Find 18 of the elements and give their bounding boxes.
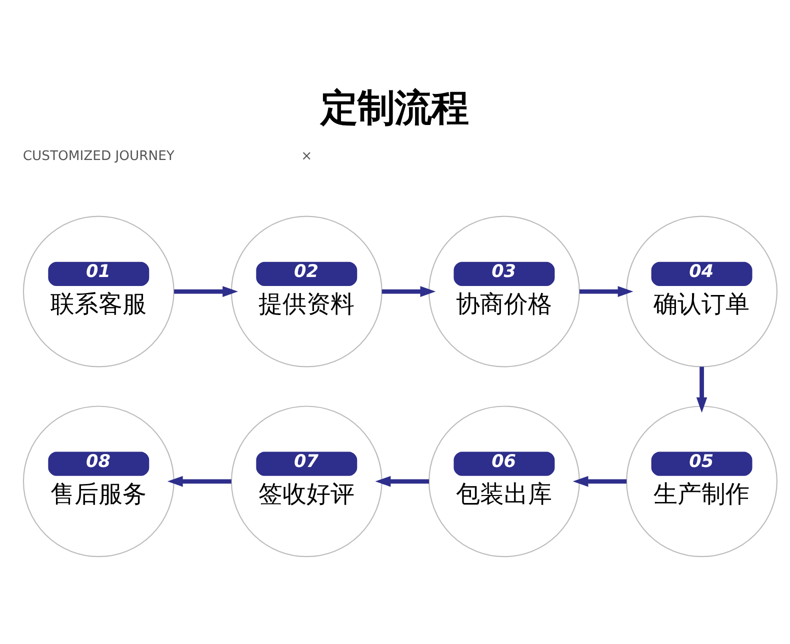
arrow — [382, 286, 436, 297]
label: × — [301, 148, 312, 164]
arrow — [572, 476, 627, 487]
node-circle: 07 签收好评 — [230, 406, 382, 558]
node-circle: 08 售后服务 — [22, 406, 174, 558]
node-circle: 05 生产制作 — [626, 406, 778, 558]
node-circle: 02 提供资料 — [230, 216, 382, 368]
arrow — [174, 286, 238, 297]
arrow — [579, 286, 634, 297]
arrow — [696, 366, 708, 413]
arrow — [375, 476, 430, 487]
diagram-title: 定制流程 — [320, 86, 468, 130]
arrow — [167, 476, 232, 487]
node-circle: 01 联系客服 — [22, 216, 174, 368]
label: CUSTOMIZED JOURNEY — [22, 148, 174, 164]
node-circle: 04 确认订单 — [626, 216, 778, 368]
node-circle: 06 包装出库 — [428, 406, 580, 558]
node-circle: 03 协商价格 — [428, 216, 580, 368]
